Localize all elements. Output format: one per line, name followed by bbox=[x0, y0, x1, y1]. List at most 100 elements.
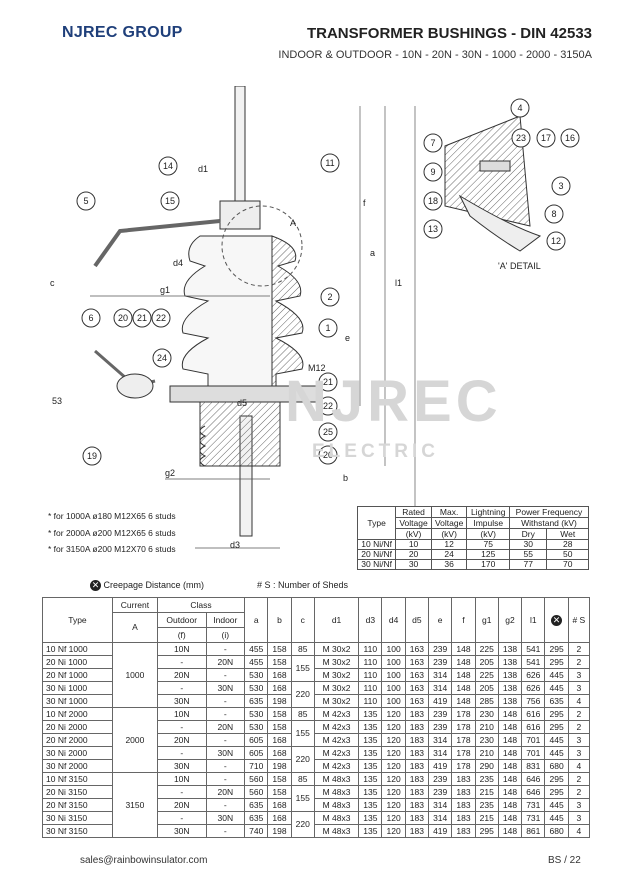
brand-name: NJREC GROUP bbox=[62, 24, 183, 41]
svg-text:3: 3 bbox=[558, 181, 563, 191]
callout-3: 3 bbox=[551, 176, 571, 196]
detail-a-view bbox=[444, 115, 542, 252]
stud-note-1000: * for 1000A ø180 M12X65 6 studs bbox=[48, 511, 176, 521]
svg-text:6: 6 bbox=[88, 313, 93, 323]
svg-text:4: 4 bbox=[517, 103, 522, 113]
creepage-icon: ✕ bbox=[551, 614, 563, 626]
watermark-subtext: ELECTRIC bbox=[312, 441, 439, 462]
dim-53: 53 bbox=[52, 396, 62, 406]
svg-text:8: 8 bbox=[551, 209, 556, 219]
dim-b: b bbox=[343, 473, 348, 483]
dim-g1: g1 bbox=[160, 285, 170, 295]
detail-a-label: 'A' DETAIL bbox=[498, 261, 541, 271]
svg-text:22: 22 bbox=[323, 401, 333, 411]
dimensions-table: Type Current Class a b c d1 d3 d4 d5 e f… bbox=[42, 597, 591, 838]
svg-text:22: 22 bbox=[156, 313, 166, 323]
callout-15: 15 bbox=[160, 191, 180, 211]
svg-text:1: 1 bbox=[325, 323, 330, 333]
bushing-drawing: 14 11 5 15 2 1 6 20 21 22 24 19 21 22 25… bbox=[50, 86, 580, 550]
callout-6: 6 bbox=[81, 308, 101, 328]
svg-text:7: 7 bbox=[430, 138, 435, 148]
creepage-icon: ✕ bbox=[90, 580, 101, 592]
dimension-labels: d1 f a l1 e A d4 g1 c M12 53 d5 g2 b d3 … bbox=[50, 164, 541, 550]
dim-d4: d4 bbox=[173, 258, 183, 268]
svg-text:25: 25 bbox=[323, 427, 333, 437]
dim-e: e bbox=[345, 333, 350, 343]
svg-text:21: 21 bbox=[137, 313, 147, 323]
svg-text:20: 20 bbox=[323, 450, 333, 460]
callout-17: 17 bbox=[536, 128, 556, 148]
callout-24: 24 bbox=[152, 348, 172, 368]
ratings-header-type: Type bbox=[356, 506, 397, 540]
svg-text:13: 13 bbox=[428, 224, 438, 234]
callout-9: 9 bbox=[423, 162, 443, 182]
svg-text:19: 19 bbox=[87, 451, 97, 461]
svg-text:16: 16 bbox=[565, 133, 575, 143]
callout-18: 18 bbox=[423, 191, 443, 211]
page-number: BS / 22 bbox=[548, 855, 581, 866]
svg-text:23: 23 bbox=[516, 133, 526, 143]
callout-16: 16 bbox=[560, 128, 580, 148]
callout-20b: 20 bbox=[318, 445, 338, 465]
svg-text:2: 2 bbox=[327, 292, 332, 302]
callout-8: 8 bbox=[544, 204, 564, 224]
footer-email[interactable]: sales@rainbowinsulator.com bbox=[80, 855, 208, 866]
callout-22: 22 bbox=[151, 308, 171, 328]
svg-text:11: 11 bbox=[325, 158, 334, 168]
creepage-header: ✕ bbox=[544, 597, 569, 643]
callout-22b: 22 bbox=[318, 396, 338, 416]
callout-1: 1 bbox=[318, 318, 338, 338]
dimensions-header: Type Current Class a b c d1 d3 d4 d5 e f… bbox=[42, 597, 591, 643]
page-subtitle: INDOOR & OUTDOOR - 10N - 20N - 30N - 100… bbox=[278, 49, 592, 61]
legend-creepage: ✕ Creepage Distance (mm) bbox=[90, 580, 205, 592]
svg-text:24: 24 bbox=[157, 353, 167, 363]
dim-a: a bbox=[370, 248, 375, 258]
callout-13: 13 bbox=[423, 219, 443, 239]
svg-text:15: 15 bbox=[165, 196, 175, 206]
svg-text:17: 17 bbox=[541, 133, 551, 143]
dim-d1: d1 bbox=[198, 164, 208, 174]
svg-text:20: 20 bbox=[118, 313, 128, 323]
callout-4: 4 bbox=[510, 98, 530, 118]
dim-d3: d3 bbox=[230, 540, 240, 550]
svg-text:12: 12 bbox=[551, 236, 561, 246]
ratings-table: Type Rated Max. Lightning Power Frequenc… bbox=[356, 506, 590, 570]
dim-a-detail: A bbox=[290, 218, 296, 228]
svg-text:5: 5 bbox=[83, 196, 88, 206]
callout-2: 2 bbox=[320, 287, 340, 307]
stud-note-2000: * for 2000A ø200 M12X65 6 studs bbox=[48, 528, 176, 538]
dim-d5: d5 bbox=[237, 398, 247, 408]
callout-25: 25 bbox=[318, 422, 338, 442]
callout-21: 21 bbox=[132, 308, 152, 328]
callout-12: 12 bbox=[546, 231, 566, 251]
svg-text:14: 14 bbox=[163, 161, 173, 171]
svg-text:9: 9 bbox=[430, 167, 435, 177]
page-title: TRANSFORMER BUSHINGS - DIN 42533 bbox=[306, 25, 592, 42]
watermark-logo: NJREC bbox=[285, 369, 502, 434]
dim-g2: g2 bbox=[165, 468, 175, 478]
callout-7: 7 bbox=[423, 133, 443, 153]
bushing-body bbox=[90, 86, 416, 549]
dim-l1: l1 bbox=[395, 278, 402, 288]
callout-5: 5 bbox=[76, 191, 96, 211]
callout-20: 20 bbox=[113, 308, 133, 328]
svg-text:21: 21 bbox=[323, 377, 333, 387]
callout-19: 19 bbox=[82, 446, 102, 466]
callout-23: 23 bbox=[511, 128, 531, 148]
